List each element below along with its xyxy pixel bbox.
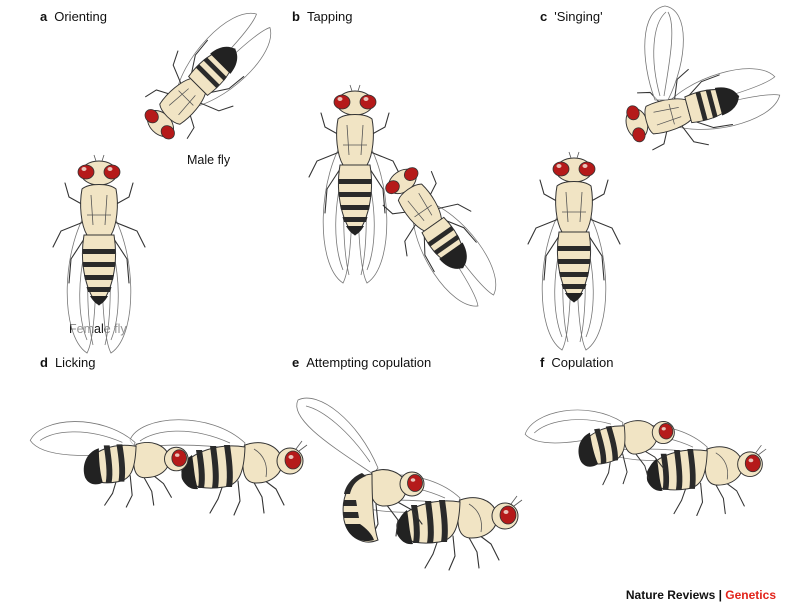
panel-letter: f xyxy=(540,355,545,370)
panel-e-illustration xyxy=(296,397,523,571)
credit-separator: | xyxy=(715,588,726,602)
panel-d-label: d Licking xyxy=(40,355,95,370)
male-fly-callout: Male fly xyxy=(187,153,231,167)
panel-a-illustration xyxy=(52,0,292,354)
panel-b-label: b Tapping xyxy=(292,9,353,24)
panel-letter: b xyxy=(292,9,300,24)
panel-letter: c xyxy=(540,9,548,24)
panel-b-illustration xyxy=(308,84,519,324)
panel-f-label: f Copulation xyxy=(540,355,614,370)
panel-a-label: a Orienting xyxy=(40,9,107,24)
panel-c-label: c 'Singing' xyxy=(540,9,603,24)
journal-name: Nature Reviews xyxy=(625,588,716,602)
panel-title: Licking xyxy=(54,355,96,370)
panel-e-label: e Attempting copulation xyxy=(292,355,431,370)
panel-title: Tapping xyxy=(306,9,353,24)
panel-title: Attempting copulation xyxy=(306,355,432,370)
panel-title: Copulation xyxy=(551,355,614,370)
panel-letter: e xyxy=(292,355,300,370)
panel-c-illustration xyxy=(527,5,788,351)
extended-wing xyxy=(644,5,684,101)
panel-letter: a xyxy=(40,9,48,24)
journal-section: Genetics xyxy=(725,588,776,602)
panel-d-illustration xyxy=(29,419,308,516)
journal-credit: Nature Reviews | Genetics xyxy=(626,588,776,602)
panel-title: Orienting xyxy=(54,9,107,24)
panel-f-illustration xyxy=(522,395,767,517)
panel-title: 'Singing' xyxy=(554,9,603,24)
panel-letter: d xyxy=(40,355,48,370)
